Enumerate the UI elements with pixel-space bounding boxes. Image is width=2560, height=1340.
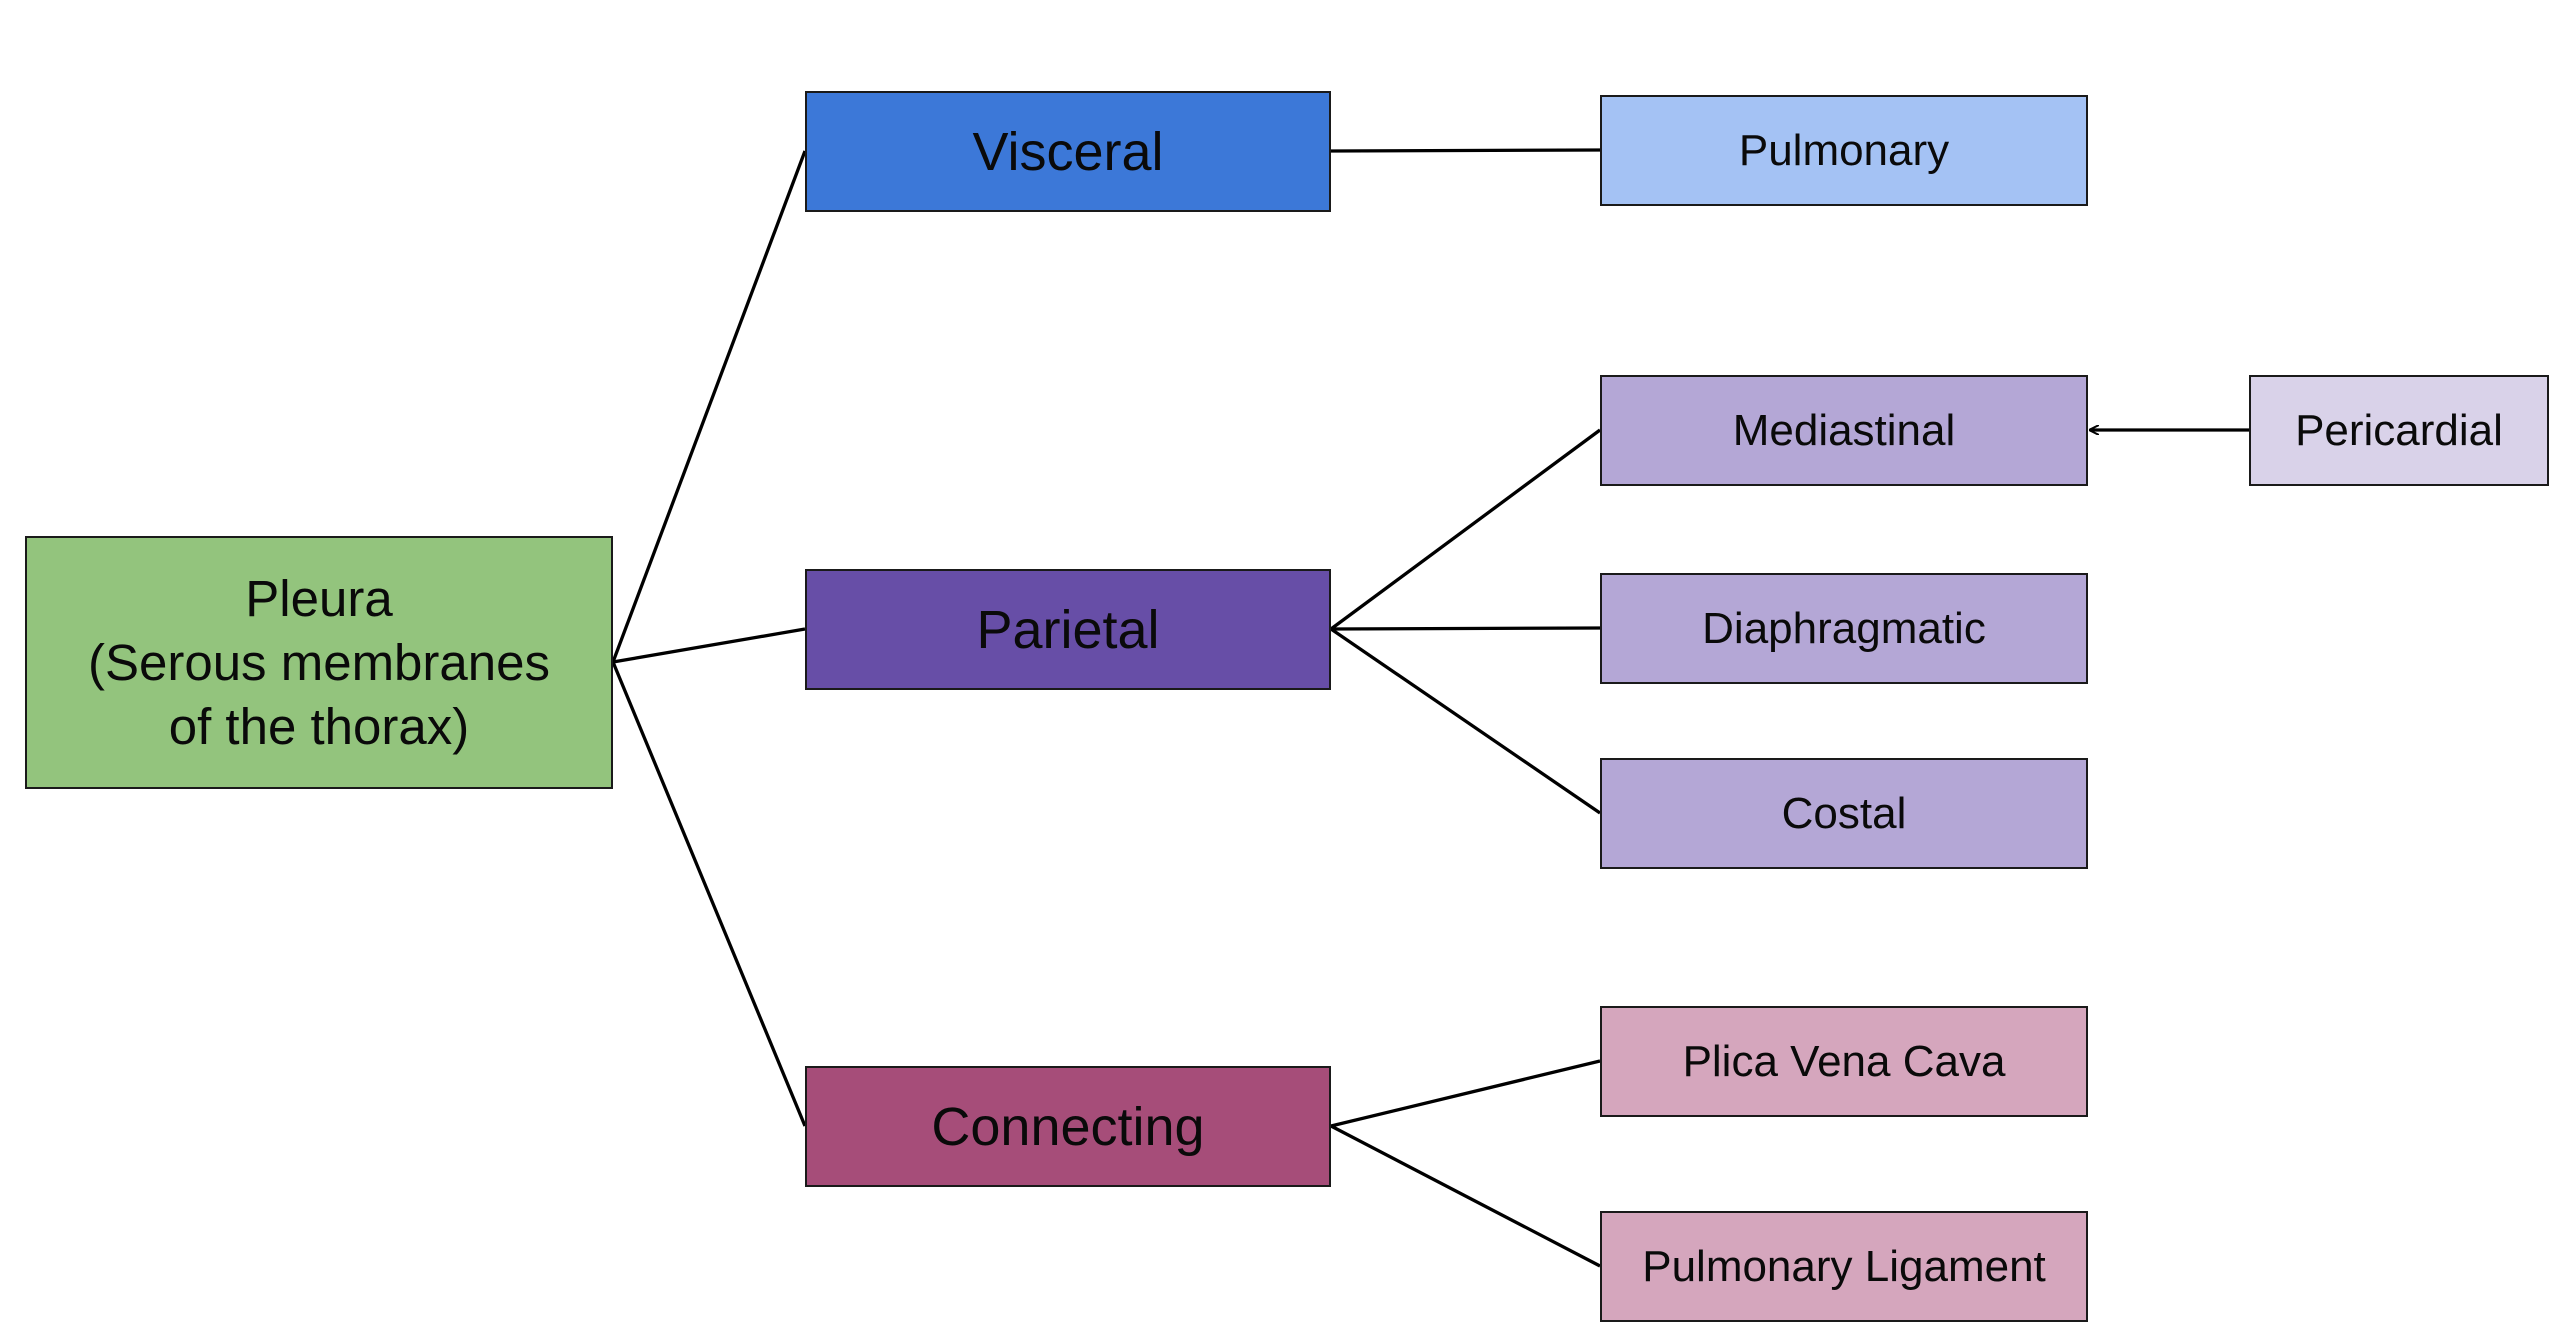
root-node-pleura: Pleura (Serous membranes of the thorax): [25, 536, 613, 789]
root-label-line-3: of the thorax): [168, 697, 470, 755]
leaf-label-plica-vena-cava: Plica Vena Cava: [1682, 1036, 2006, 1086]
connector-parietal-mediastinal: [1330, 428, 1601, 631]
branch-node-visceral: Visceral: [805, 91, 1331, 212]
leaf-node-pericardial: Pericardial: [2249, 375, 2549, 486]
leaf-node-costal: Costal: [1600, 758, 2088, 869]
leaf-node-mediastinal: Mediastinal: [1600, 375, 2088, 486]
connector-root-parietal: [612, 627, 806, 664]
leaf-label-costal: Costal: [1781, 788, 1907, 838]
branch-label-visceral: Visceral: [972, 121, 1164, 182]
leaf-node-diaphragmatic: Diaphragmatic: [1600, 573, 2088, 684]
leaf-label-pericardial: Pericardial: [2295, 405, 2503, 455]
branch-node-parietal: Parietal: [805, 569, 1331, 690]
branch-label-connecting: Connecting: [931, 1096, 1205, 1157]
root-label-line-2: (Serous membranes: [87, 633, 550, 691]
branch-node-connecting: Connecting: [805, 1066, 1331, 1187]
leaf-node-pulmonary-ligament: Pulmonary Ligament: [1600, 1211, 2088, 1322]
connector-root-connecting: [611, 661, 807, 1127]
leaf-label-mediastinal: Mediastinal: [1732, 405, 1956, 455]
connector-parietal-costal: [1330, 627, 1601, 815]
leaf-node-plica-vena-cava: Plica Vena Cava: [1600, 1006, 2088, 1117]
connector-connecting-pulm-ligament: [1330, 1124, 1601, 1268]
leaf-label-pulmonary: Pulmonary: [1738, 125, 1950, 175]
leaf-label-pulmonary-ligament: Pulmonary Ligament: [1642, 1241, 2046, 1291]
root-label-line-1: Pleura: [245, 569, 393, 627]
connector-root-visceral: [611, 150, 807, 663]
leaf-node-pulmonary: Pulmonary: [1600, 95, 2088, 206]
connector-parietal-diaphragmatic: [1330, 626, 1601, 631]
connector-visceral-pulmonary: [1330, 148, 1601, 153]
leaf-label-diaphragmatic: Diaphragmatic: [1702, 603, 1986, 653]
branch-label-parietal: Parietal: [976, 599, 1160, 660]
connector-connecting-plica: [1330, 1059, 1601, 1128]
